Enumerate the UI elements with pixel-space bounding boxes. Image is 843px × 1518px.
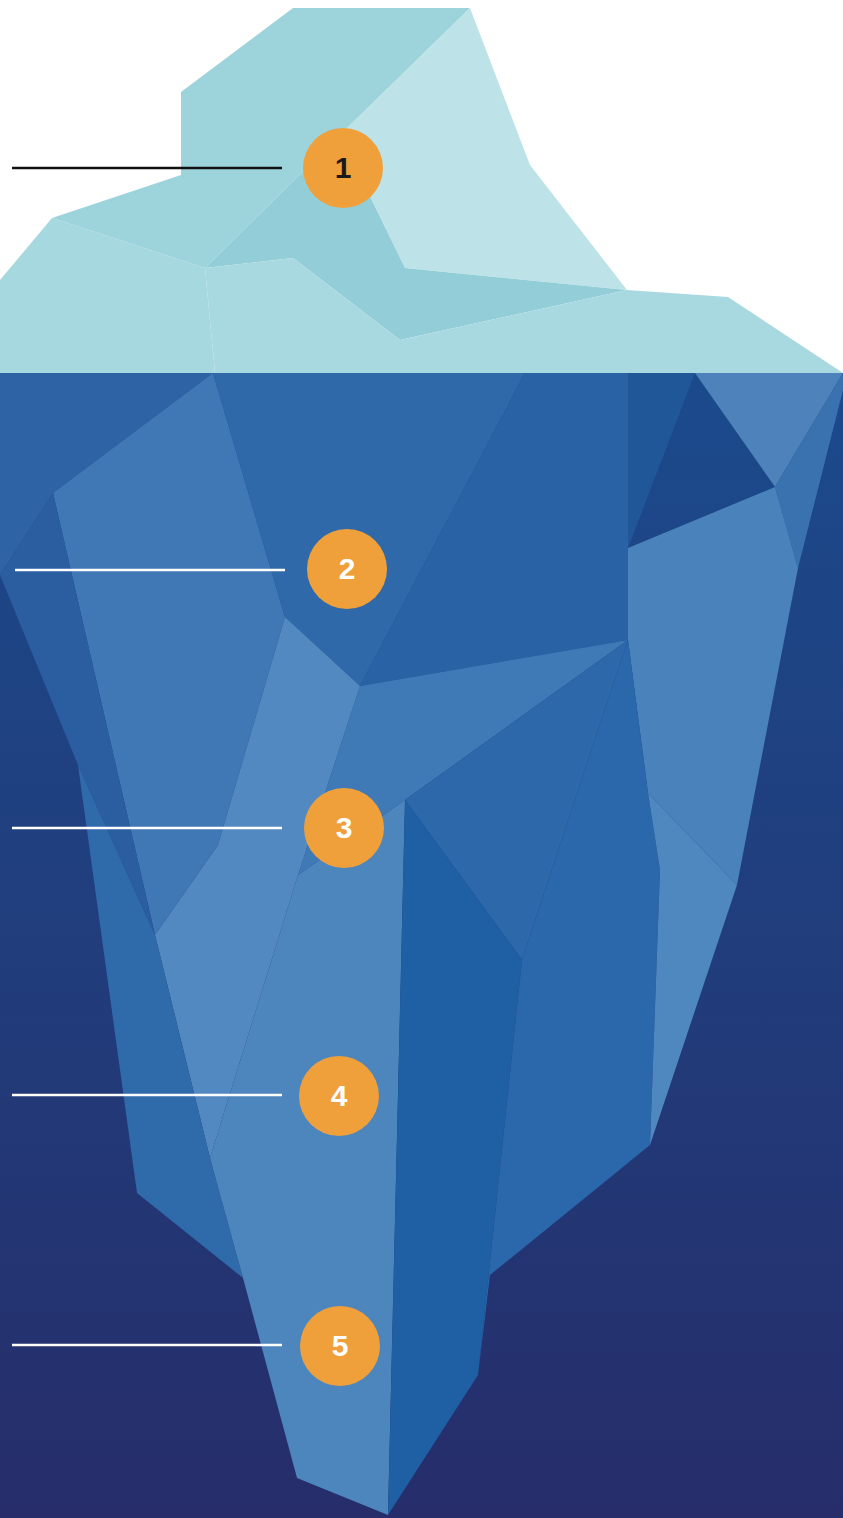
callout-circle: 3 — [304, 788, 384, 868]
leader-line — [12, 1344, 282, 1347]
leader-line — [15, 569, 285, 572]
callout-circle: 5 — [300, 1306, 380, 1386]
leader-line — [12, 1094, 282, 1097]
circle-fill — [300, 1306, 380, 1386]
iceberg-body — [0, 373, 843, 1515]
leader-lines — [12, 168, 285, 1345]
circle-fill — [304, 788, 384, 868]
callout-text-wrap: 2 — [307, 529, 387, 609]
iceberg-facet — [360, 373, 628, 686]
iceberg-facet — [478, 640, 660, 1375]
iceberg-facet — [648, 793, 737, 1145]
callout-circle: 2 — [307, 529, 387, 609]
callout-number: 1 — [335, 153, 352, 183]
circle-fill — [307, 529, 387, 609]
callout-number: 5 — [332, 1331, 349, 1361]
leader-line — [12, 827, 282, 830]
iceberg-facet — [628, 373, 695, 548]
circle-fill — [299, 1056, 379, 1136]
water — [0, 373, 843, 1518]
iceberg-facet — [78, 765, 243, 1278]
iceberg-facet — [205, 258, 843, 373]
callout-number: 2 — [339, 554, 356, 584]
circle-fill — [303, 128, 383, 208]
callout-text-wrap: 4 — [299, 1056, 379, 1136]
callout-number: 4 — [331, 1081, 348, 1111]
callout-text-wrap: 5 — [300, 1306, 380, 1386]
callout-text-wrap: 1 — [303, 128, 383, 208]
iceberg-facet — [0, 493, 155, 935]
iceberg-facet — [210, 800, 405, 1515]
callout-number: 3 — [336, 813, 353, 843]
callout-circle: 1 — [303, 128, 383, 208]
callout-circle: 4 — [299, 1056, 379, 1136]
sky — [0, 0, 843, 373]
leader-line — [12, 167, 282, 170]
iceberg-tip — [0, 8, 843, 373]
callout-text-wrap: 3 — [304, 788, 384, 868]
